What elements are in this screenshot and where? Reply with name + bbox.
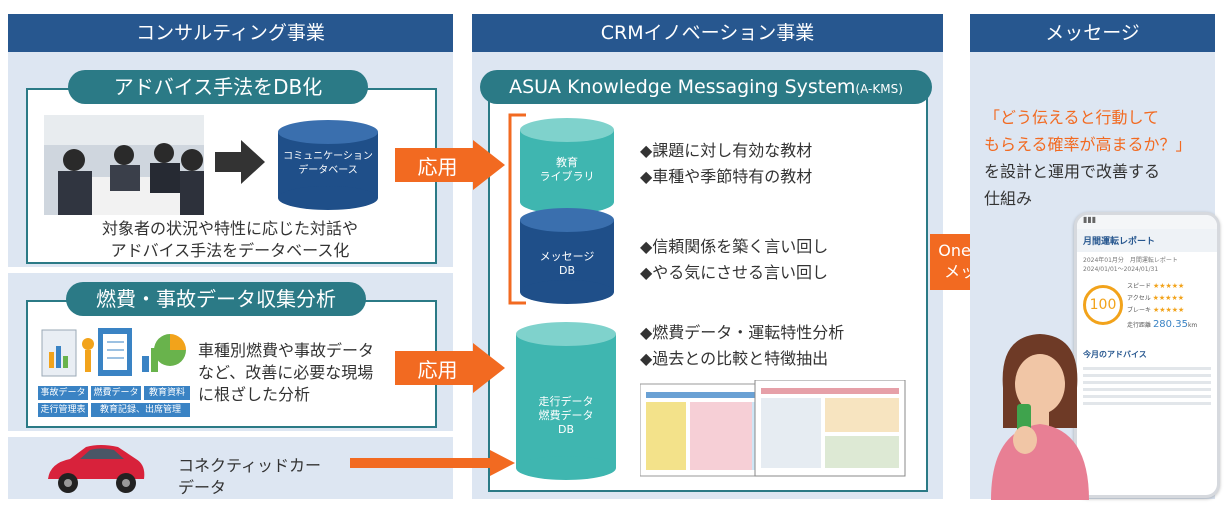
tag-fuel-data: 燃費データ — [91, 386, 141, 400]
connected-car-text: コネクティッドカー データ — [178, 455, 348, 499]
phone-distance-unit: km — [1187, 322, 1198, 329]
advice-db-caption: 対象者の状況や特性に応じた対話や アドバイス手法をデータベース化 — [40, 218, 420, 262]
advice-db-caption-2: アドバイス手法をデータベース化 — [110, 241, 350, 260]
crm-header: CRMイノベーション事業 — [472, 14, 943, 52]
driving-fuel-db-label-1: 走行データ — [538, 395, 594, 408]
driving-fuel-db-icon — [516, 322, 616, 480]
message-quote-2: もらえる確率が高まるか？」 — [984, 131, 1212, 158]
analysis-title: 燃費・事故データ収集分析 — [66, 282, 366, 316]
connected-car-text-1: コネクティッドカー — [178, 456, 322, 475]
driving-fuel-db-label-3: DB — [557, 423, 575, 436]
apply-arrow-2-label: 応用 — [417, 358, 458, 382]
akms-title-main: ASUA Knowledge Messaging System — [509, 76, 856, 98]
analysis-bullets: ◆燃費データ・運転特性分析 ◆過去との比較と特徴抽出 — [640, 322, 900, 370]
education-bullet-1: ◆課題に対し有効な教材 — [640, 141, 813, 160]
education-library-label-2: ライブラリ — [539, 170, 595, 183]
tag-education-record: 教育記録、出席管理 — [91, 403, 190, 417]
message-bullets: ◆信頼関係を築く言い回し ◆やる気にさせる言い回し — [640, 236, 900, 284]
message-plain-2: 仕組み — [984, 189, 1033, 208]
message-db-label: メッセージ DB — [520, 250, 614, 278]
phone-metric-brake-label: ブレーキ — [1127, 307, 1152, 314]
analysis-text-3: に根ざした分析 — [198, 385, 311, 404]
analysis-text-2: など、改善に必要な現場 — [198, 363, 374, 382]
phone-distance-value: 280.35 — [1152, 319, 1188, 330]
phone-advice-lines — [1077, 367, 1217, 405]
phone-period-2: 2024/01/01〜2024/01/31 — [1083, 266, 1159, 273]
consulting-header: コンサルティング事業 — [8, 14, 453, 52]
phone-distance-label: 走行距離 — [1127, 322, 1152, 329]
message-quote: 「どう伝えると行動して もらえる確率が高まるか？」 を設計と運用で改善する 仕組… — [984, 104, 1212, 212]
phone-metric-speed: スピード ★★★★★ — [1127, 281, 1184, 290]
communication-db-label-1: コミュニケーション — [283, 151, 373, 162]
message-plain-1: を設計と運用で改善する — [984, 162, 1161, 181]
analysis-bullet-1: ◆燃費データ・運転特性分析 — [640, 323, 845, 342]
phone-metric-brake: ブレーキ ★★★★★ — [1127, 305, 1184, 314]
apply-arrow-2 — [395, 343, 505, 393]
phone-score-circle: 100 — [1083, 285, 1123, 325]
message-db-label-1: メッセージ — [539, 250, 595, 263]
communication-db-icon — [278, 120, 378, 210]
phone-metric-speed-stars: ★★★★★ — [1152, 282, 1185, 290]
apply-arrow-1 — [395, 140, 505, 190]
driving-fuel-db-label: 走行データ 燃費データ DB — [516, 395, 616, 437]
tag-education-material: 教育資料 — [144, 386, 190, 400]
advice-db-caption-1: 対象者の状況や特性に応じた対話や — [101, 219, 358, 238]
communication-db-label: コミュニケーション データベース — [278, 150, 378, 178]
phone-metric-accel-label: アクセル — [1127, 295, 1151, 302]
communication-db-label-2: データベース — [298, 165, 358, 176]
meeting-photo — [44, 115, 204, 215]
phone-report-title: 月間運転レポート — [1077, 229, 1217, 252]
woman-illustration — [991, 334, 1089, 500]
tag-driving-log: 走行管理表 — [38, 403, 88, 417]
apply-arrow-1-label: 応用 — [417, 155, 458, 179]
phone-distance: 走行距離 280.35km — [1127, 319, 1197, 330]
phone-advice-title: 今月のアドバイス — [1083, 350, 1147, 359]
tag-accident-data: 事故データ — [38, 386, 88, 400]
message-header: メッセージ — [970, 14, 1215, 52]
akms-title: ASUA Knowledge Messaging System(A-KMS) — [480, 70, 932, 104]
process-arrow-icon — [215, 140, 265, 184]
phone-status-bar: ▮▮▮ — [1077, 215, 1217, 229]
analysis-text: 車種別燃費や事故データ など、改善に必要な現場 に根ざした分析 — [198, 340, 398, 406]
education-library-label: 教育 ライブラリ — [520, 156, 614, 184]
grouping-bracket — [508, 113, 526, 305]
phone-metric-speed-label: スピード — [1127, 283, 1152, 290]
education-library-label-1: 教育 — [556, 156, 578, 169]
message-db-icon — [520, 208, 614, 304]
phone-mockup: ▮▮▮ 月間運転レポート 2024年01月分 月間運転レポート 2024/01/… — [1074, 212, 1220, 498]
connected-car-arrow — [350, 450, 515, 476]
phone-metric-brake-stars: ★★★★★ — [1152, 306, 1185, 314]
car-icon — [48, 445, 145, 493]
message-quote-2-text: もらえる確率が高まるか？」 — [984, 135, 1192, 154]
connected-car-text-2: データ — [178, 478, 227, 497]
phone-metric-accel-stars: ★★★★★ — [1152, 294, 1185, 302]
education-bullet-2: ◆車種や季節特有の教材 — [640, 167, 813, 186]
education-bullets: ◆課題に対し有効な教材 ◆車種や季節特有の教材 — [640, 140, 900, 188]
analysis-bullet-2: ◆過去との比較と特徴抽出 — [640, 349, 829, 368]
report-thumbnails — [640, 380, 906, 477]
driving-fuel-db-label-2: 燃費データ — [538, 409, 594, 422]
message-bullet-1: ◆信頼関係を築く言い回し — [640, 237, 829, 256]
document-charts-icon — [41, 328, 186, 377]
akms-title-abbr: (A-KMS) — [855, 82, 903, 96]
message-db-label-2: DB — [558, 264, 576, 277]
phone-score-row: 100 スピード ★★★★★ アクセル ★★★★★ ブレーキ ★★★★★ 走行距… — [1077, 277, 1217, 343]
education-library-db-icon — [520, 118, 614, 214]
analysis-text-1: 車種別燃費や事故データ — [198, 341, 375, 360]
phone-metric-accel: アクセル ★★★★★ — [1127, 293, 1184, 302]
message-quote-1: 「どう伝えると行動して — [984, 108, 1160, 127]
advice-db-title: アドバイス手法をDB化 — [68, 70, 368, 104]
message-bullet-2: ◆やる気にさせる言い回し — [640, 263, 828, 282]
phone-period-1: 2024年01月分 月間運転レポート — [1083, 257, 1178, 264]
